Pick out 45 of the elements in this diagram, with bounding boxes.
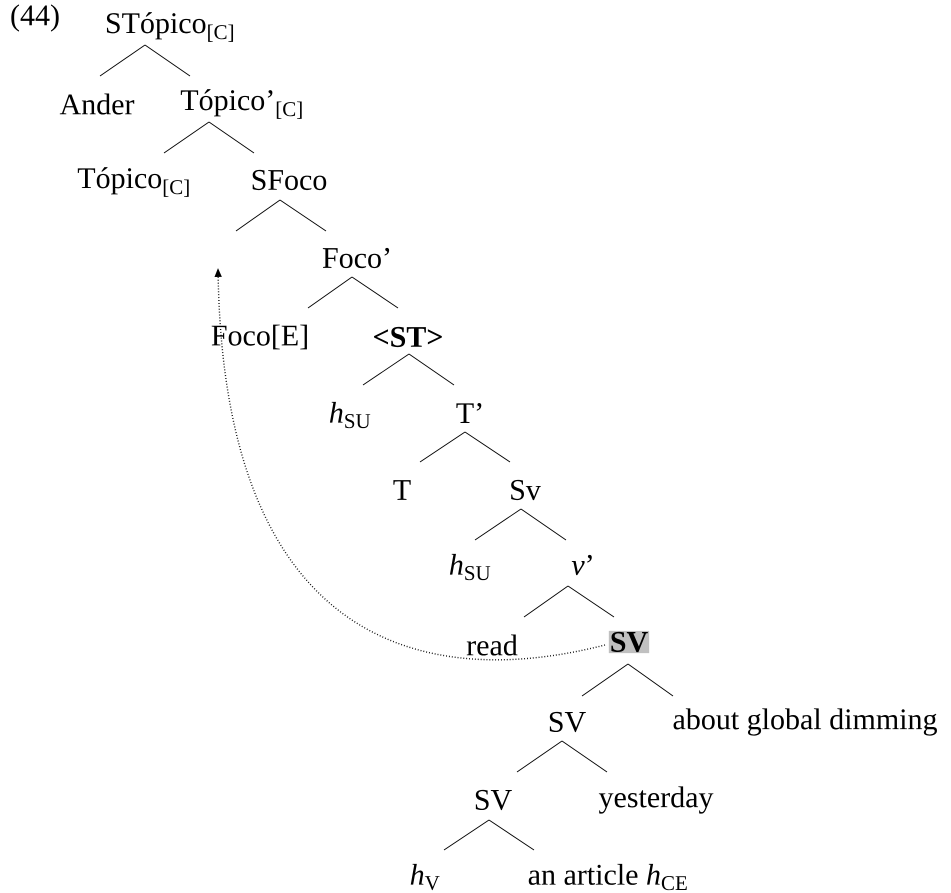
node-label: v’ bbox=[572, 554, 592, 576]
highlighted-node-label: SV bbox=[608, 630, 650, 654]
branch-line bbox=[236, 200, 280, 232]
branch-line bbox=[488, 820, 534, 850]
node-label: an article h$_{CE}$ bbox=[528, 864, 687, 890]
branch-line bbox=[352, 276, 398, 308]
branch-line bbox=[100, 44, 146, 76]
branch-line bbox=[464, 432, 510, 462]
node-label: Foco’ bbox=[322, 248, 390, 268]
node-label: h$_{SU}$ bbox=[330, 402, 370, 428]
node-label: read bbox=[466, 634, 518, 656]
node-label: SFoco bbox=[252, 170, 326, 190]
branch-line bbox=[408, 354, 454, 386]
branch-line bbox=[582, 664, 628, 696]
node-label: h$_{SU}$ bbox=[450, 554, 490, 580]
node-label: Sv bbox=[511, 480, 541, 500]
node-label: T bbox=[393, 480, 411, 500]
node-label: about global dimming bbox=[674, 708, 937, 736]
branch-line bbox=[164, 122, 210, 154]
branch-line bbox=[568, 586, 614, 618]
node-label: Tópico$_{[C]}$ bbox=[78, 167, 189, 197]
node-label: h$_{V}$ bbox=[410, 864, 440, 890]
node-label: STópico$_{[C]}$ bbox=[106, 12, 234, 42]
branch-line bbox=[420, 432, 466, 462]
node-label: Foco[E] bbox=[212, 324, 307, 350]
branch-line bbox=[520, 508, 566, 540]
branch-line bbox=[444, 820, 490, 850]
branch-line bbox=[562, 740, 608, 772]
branch-line bbox=[524, 586, 568, 618]
node-label: SV bbox=[550, 712, 586, 732]
branch-line bbox=[474, 508, 522, 540]
node-label: yesterday bbox=[598, 786, 714, 814]
node-label: <ST> bbox=[374, 326, 442, 348]
node-label: SV bbox=[476, 790, 512, 810]
node-label: T’ bbox=[456, 403, 482, 423]
branch-line bbox=[280, 200, 326, 232]
branch-line bbox=[362, 354, 410, 386]
branch-line bbox=[628, 664, 674, 696]
example-number: (44) bbox=[11, 4, 59, 32]
branch-line bbox=[308, 276, 352, 308]
branch-line bbox=[208, 122, 254, 154]
node-label: Tópico’$_{[C]}$ bbox=[180, 89, 302, 119]
branch-line bbox=[144, 44, 190, 76]
branch-line bbox=[516, 740, 562, 772]
node-label: Ander bbox=[60, 93, 134, 115]
